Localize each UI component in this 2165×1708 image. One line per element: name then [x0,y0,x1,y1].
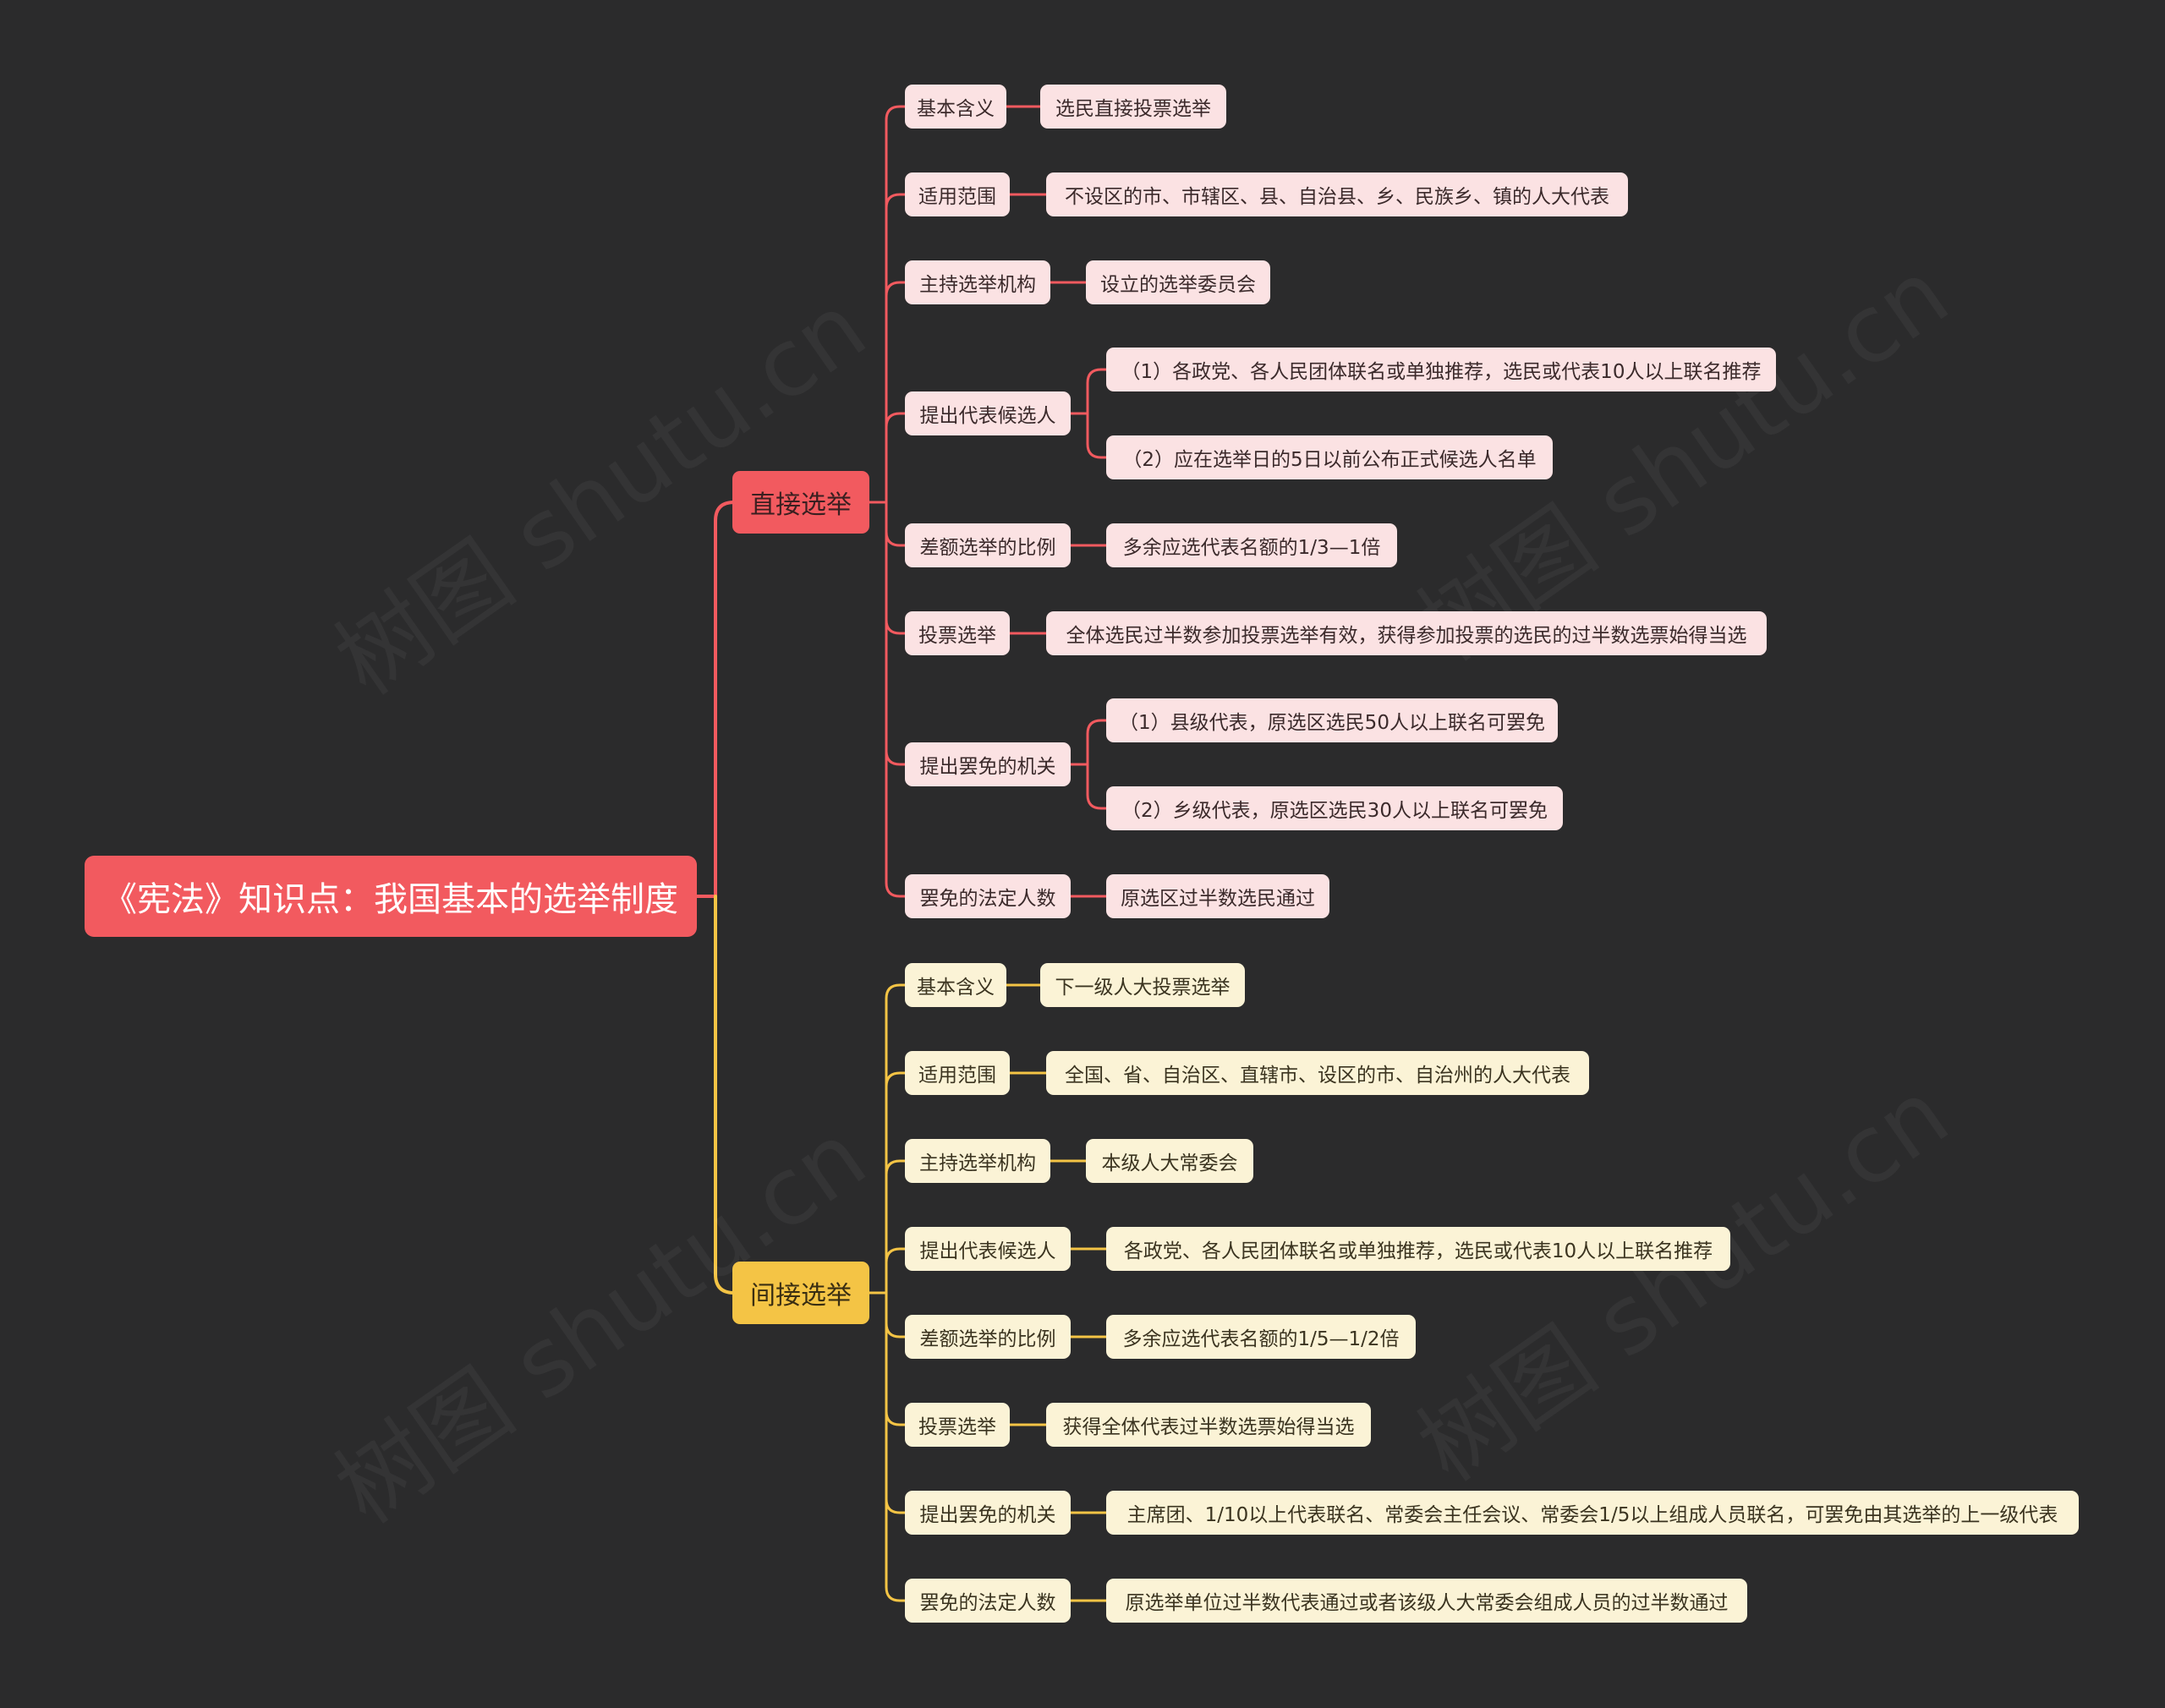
detail-direct-0-0[interactable]: 选民直接投票选举 [1040,85,1226,129]
connector-line [885,501,907,547]
detail-indirect-4-0[interactable]: 多余应选代表名额的1/5—1/2倍 [1106,1315,1416,1359]
detail-indirect-0-0[interactable]: 下一级人大投票选举 [1040,963,1245,1007]
topic-direct-4[interactable]: 差额选举的比例 [905,523,1071,567]
connector-line [1086,719,1108,766]
connector-line [885,1291,907,1338]
connector-line [885,105,907,504]
branch-indirect-election[interactable]: 间接选举 [732,1262,869,1324]
detail-direct-6-0[interactable]: （1）县级代表，原选区选民50人以上联名可罢免 [1106,698,1558,742]
connector-line [885,1291,907,1514]
connector-line [885,501,907,635]
connector-line [1086,412,1108,459]
topic-direct-0[interactable]: 基本含义 [905,85,1006,129]
topic-direct-7[interactable]: 罢免的法定人数 [905,874,1071,918]
root-topic[interactable]: 《宪法》知识点：我国基本的选举制度 [85,856,697,937]
detail-direct-5-0[interactable]: 全体选民过半数参加投票选举有效，获得参加投票的选民的过半数选票始得当选 [1046,611,1767,655]
detail-indirect-7-0[interactable]: 原选举单位过半数代表通过或者该级人大常委会组成人员的过半数通过 [1106,1579,1747,1623]
detail-direct-3-1[interactable]: （2）应在选举日的5日以前公布正式候选人名单 [1106,435,1553,479]
detail-direct-2-0[interactable]: 设立的选举委员会 [1086,260,1270,304]
detail-indirect-3-0[interactable]: 各政党、各人民团体联名或单独推荐，选民或代表10人以上联名推荐 [1106,1227,1730,1271]
connector-line [885,1159,907,1295]
topic-direct-3[interactable]: 提出代表候选人 [905,391,1071,435]
detail-indirect-6-0[interactable]: 主席团、1/10以上代表联名、常委会主任会议、常委会1/5以上组成人员联名，可罢… [1106,1491,2079,1535]
detail-direct-1-0[interactable]: 不设区的市、市辖区、县、自治县、乡、民族乡、镇的人大代表 [1046,172,1628,216]
topic-direct-1[interactable]: 适用范围 [905,172,1010,216]
detail-direct-3-0[interactable]: （1）各政党、各人民团体联名或单独推荐，选民或代表10人以上联名推荐 [1106,348,1776,391]
topic-direct-2[interactable]: 主持选举机构 [905,260,1050,304]
topic-indirect-2[interactable]: 主持选举机构 [905,1139,1050,1183]
connector-line [885,501,907,898]
connector-line [885,1291,907,1426]
detail-indirect-5-0[interactable]: 获得全体代表过半数选票始得当选 [1046,1403,1371,1447]
topic-indirect-3[interactable]: 提出代表候选人 [905,1227,1071,1271]
connector-line [885,281,907,504]
detail-indirect-1-0[interactable]: 全国、省、自治区、直辖市、设区的市、自治州的人大代表 [1046,1051,1589,1095]
topic-indirect-6[interactable]: 提出罢免的机关 [905,1491,1071,1535]
detail-indirect-2-0[interactable]: 本级人大常委会 [1086,1139,1253,1183]
branch-direct-election[interactable]: 直接选举 [732,471,869,534]
connector-line [714,501,735,898]
topic-indirect-7[interactable]: 罢免的法定人数 [905,1579,1071,1623]
connector-line [885,1247,907,1295]
detail-direct-6-1[interactable]: （2）乡级代表，原选区选民30人以上联名可罢免 [1106,786,1563,830]
detail-direct-7-0[interactable]: 原选区过半数选民通过 [1106,874,1329,918]
connector-line [885,193,907,504]
connector-line [885,1071,907,1295]
connector-line [885,1291,907,1602]
topic-indirect-4[interactable]: 差额选举的比例 [905,1315,1071,1359]
topic-indirect-0[interactable]: 基本含义 [905,963,1006,1007]
detail-direct-4-0[interactable]: 多余应选代表名额的1/3—1倍 [1106,523,1397,567]
connector-line [885,412,907,504]
connector-line [1086,368,1108,415]
topic-direct-6[interactable]: 提出罢免的机关 [905,742,1071,786]
topic-direct-5[interactable]: 投票选举 [905,611,1010,655]
connector-line [1086,763,1108,810]
topic-indirect-5[interactable]: 投票选举 [905,1403,1010,1447]
connector-line [885,983,907,1295]
topic-indirect-1[interactable]: 适用范围 [905,1051,1010,1095]
